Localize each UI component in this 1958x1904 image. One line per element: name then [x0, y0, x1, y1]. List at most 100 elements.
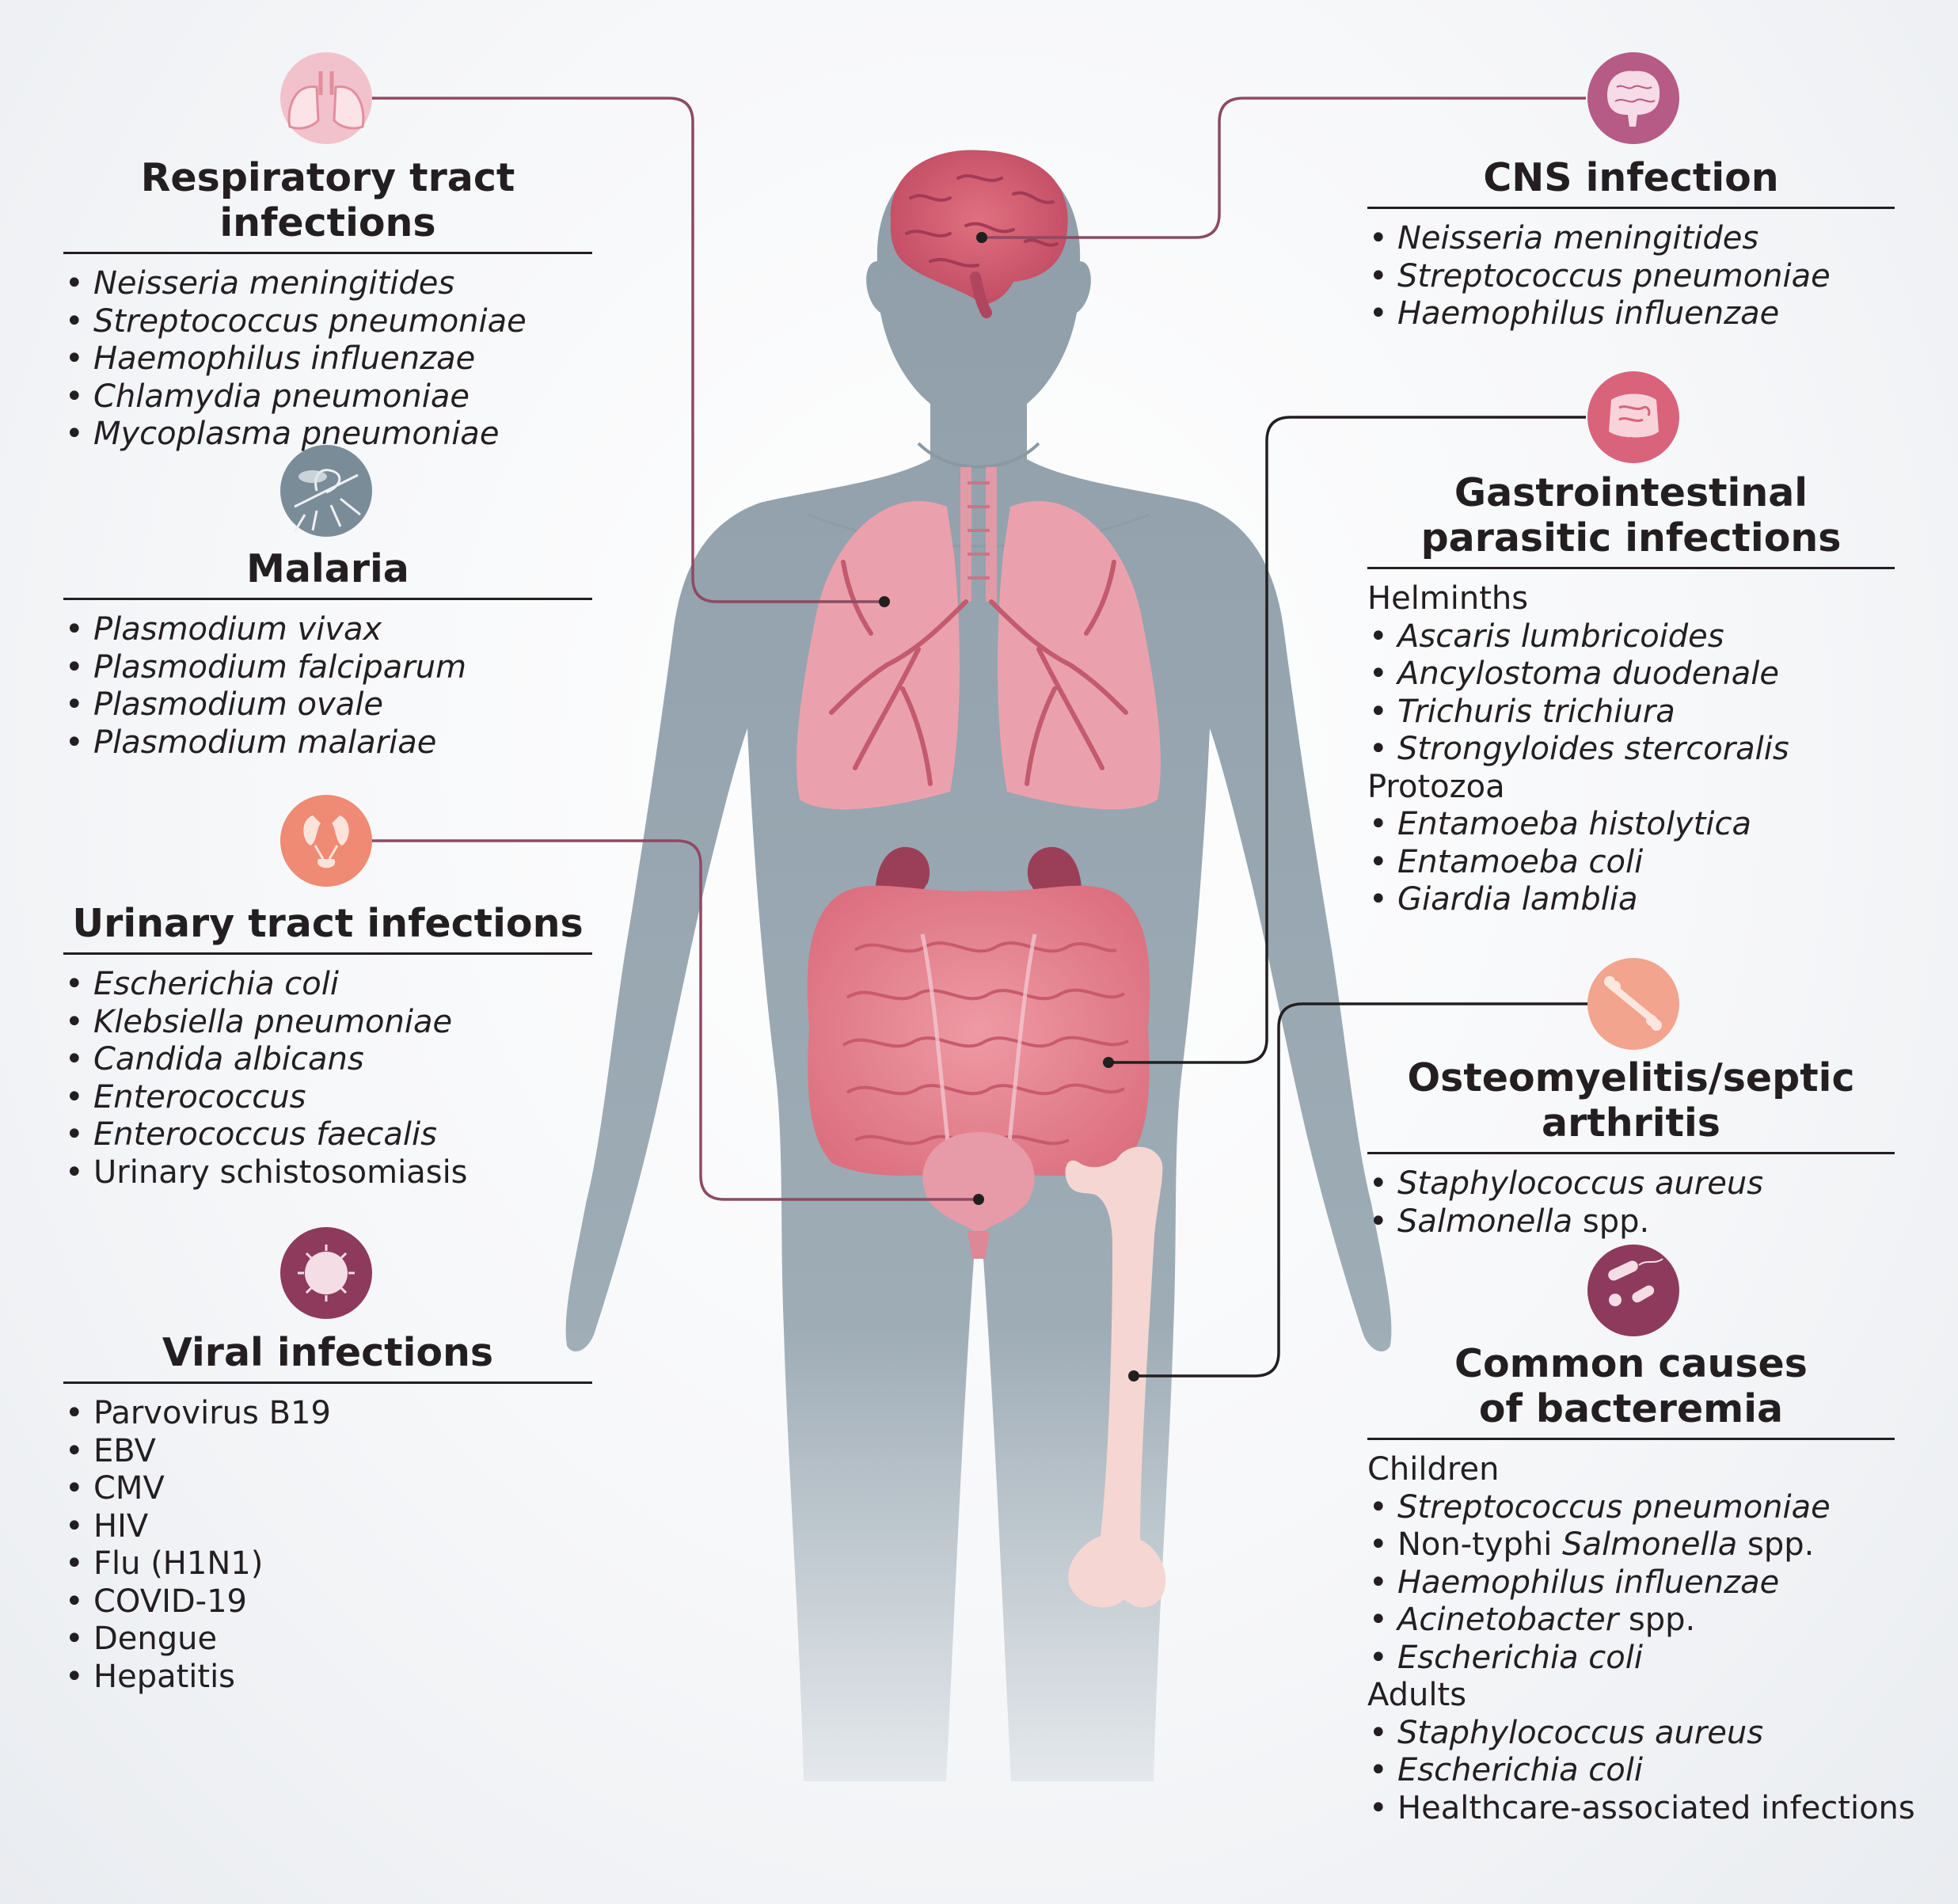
- bacteremia-panel: Common causes of bacteremia Children Str…: [1367, 1341, 1915, 1828]
- connector-respiratory: [372, 97, 884, 603]
- list-item: Escherichia coli: [1367, 1752, 1895, 1790]
- femur-bone: [1065, 1146, 1166, 1608]
- bladder-organ: [922, 1132, 1035, 1259]
- intestines-organ: [807, 885, 1150, 1176]
- list-item-part: Non-typhi: [1397, 1526, 1563, 1563]
- list-item: Chlamydia pneumoniae: [63, 378, 592, 416]
- malaria-rule: [63, 598, 592, 600]
- gastro-rule: [1367, 567, 1895, 569]
- connector-osteo: [1134, 1002, 1603, 1378]
- cns-rule: [1367, 207, 1895, 209]
- respiratory-title: Respiratory tract infections: [140, 155, 515, 245]
- virus-icon: [280, 1227, 372, 1319]
- bacteremia-title: Common causes of bacteremia: [1367, 1341, 1895, 1438]
- urinary-panel: Urinary tract infections Escherichia col…: [63, 901, 592, 1191]
- list-item: Strongyloides stercoralis: [1367, 731, 1895, 769]
- urinary-title: Urinary tract infections: [72, 901, 584, 946]
- lungs-organ: [797, 500, 1161, 810]
- list-item: Hepatitis: [63, 1659, 592, 1697]
- list-item-part: spp.: [1572, 1203, 1650, 1240]
- list-item: Haemophilus influenzae: [1367, 1564, 1895, 1602]
- list-item: Entamoeba histolytica: [1367, 806, 1895, 844]
- bacteremia-group-label-adults: Adults: [1367, 1677, 1467, 1713]
- bacteria-icon: [1587, 1245, 1679, 1336]
- bacteremia-title-line-2: of bacteremia: [1478, 1386, 1784, 1431]
- list-item-part: spp.: [1737, 1526, 1815, 1563]
- list-item: Streptococcus pneumoniae: [63, 303, 592, 341]
- viral-list: Parvovirus B19EBVCMVHIVFlu (H1N1)COVID-1…: [63, 1395, 592, 1696]
- osteo-panel: Osteomyelitis/septic arthritis Staphyloc…: [1350, 1055, 1912, 1241]
- mosquito-icon: [280, 445, 372, 537]
- gastro-panel: Gastrointestinal parasitic infections He…: [1367, 470, 1895, 919]
- list-item: CMV: [63, 1470, 592, 1508]
- respiratory-rule: [63, 252, 592, 254]
- list-item: Neisseria meningitides: [1367, 220, 1895, 258]
- list-item: Plasmodium malariae: [63, 724, 592, 762]
- urinary-list: Escherichia coliKlebsiella pneumoniaeCan…: [63, 966, 592, 1191]
- cns-title: CNS infection: [1483, 155, 1779, 200]
- bacteremia-children-list: Streptococcus pneumoniaeNon-typhi Salmon…: [1367, 1489, 1895, 1678]
- gastro-protozoa-list: Entamoeba histolyticaEntamoeba coliGiard…: [1367, 806, 1895, 919]
- list-item: Non-typhi Salmonella spp.: [1367, 1526, 1895, 1564]
- list-item-part: Salmonella: [1562, 1526, 1738, 1563]
- connector-gastro: [1108, 416, 1586, 1064]
- bacteremia-title-line-1: Common causes: [1454, 1341, 1808, 1386]
- list-item: Entamoeba coli: [1367, 844, 1895, 882]
- list-item: Parvovirus B19: [63, 1395, 592, 1433]
- cns-panel: CNS infection Neisseria meningitidesStre…: [1367, 155, 1895, 333]
- list-item: Dengue: [63, 1621, 592, 1659]
- osteo-list: Staphylococcus aureusSalmonella spp.: [1367, 1165, 1912, 1241]
- list-item: Haemophilus influenzae: [1367, 295, 1895, 333]
- list-item: Haemophilus influenzae: [63, 340, 592, 378]
- list-item: Plasmodium ovale: [63, 686, 592, 724]
- brain-organ: [890, 150, 1068, 318]
- gastro-title: Gastrointestinal parasitic infections: [1367, 470, 1895, 567]
- list-item: Streptococcus pneumoniae: [1367, 258, 1895, 296]
- urinary-rule: [63, 952, 592, 955]
- list-item: Neisseria meningitides: [63, 265, 592, 303]
- intestine-icon: [1587, 371, 1679, 463]
- list-item: Urinary schistosomiasis: [63, 1154, 592, 1192]
- list-item-part: Salmonella: [1397, 1203, 1573, 1240]
- list-item: Acinetobacter spp.: [1367, 1602, 1895, 1640]
- gastro-title-line-1: Gastrointestinal: [1454, 470, 1808, 515]
- cns-list: Neisseria meningitidesStreptococcus pneu…: [1367, 220, 1895, 333]
- brain-icon: [1587, 52, 1679, 144]
- list-item: Enterococcus faecalis: [63, 1116, 592, 1154]
- list-item: Mycoplasma pneumoniae: [63, 416, 592, 454]
- list-item: Candida albicans: [63, 1041, 592, 1079]
- list-item-part: Acinetobacter: [1397, 1602, 1619, 1638]
- viral-rule: [63, 1381, 592, 1384]
- list-item: Ascaris lumbricoides: [1367, 618, 1895, 656]
- bacteremia-rule: [1367, 1438, 1895, 1440]
- list-item: Trichuris trichiura: [1367, 694, 1895, 732]
- malaria-title: Malaria: [246, 546, 409, 591]
- list-item: HIV: [63, 1508, 592, 1546]
- connector-cns: [982, 97, 1586, 239]
- list-item: Plasmodium falciparum: [63, 649, 592, 687]
- list-item: Salmonella spp.: [1367, 1203, 1912, 1241]
- list-item: Staphylococcus aureus: [1367, 1165, 1912, 1203]
- list-item: Staphylococcus aureus: [1367, 1715, 1895, 1753]
- respiratory-list: Neisseria meningitidesStreptococcus pneu…: [63, 265, 592, 454]
- gastro-helminths-list: Ascaris lumbricoidesAncylostoma duodenal…: [1367, 618, 1895, 769]
- list-item: Enterococcus: [63, 1079, 592, 1117]
- osteo-rule: [1367, 1152, 1895, 1154]
- lungs-icon: [280, 52, 372, 144]
- list-item: Ancylostoma duodenale: [1367, 656, 1895, 694]
- list-item: Plasmodium vivax: [63, 611, 592, 649]
- gastro-group-label-helminths: Helminths: [1367, 580, 1529, 617]
- kidney-icon: [280, 795, 372, 887]
- bacteremia-adults-list: Staphylococcus aureusEscherichia coliHea…: [1367, 1715, 1915, 1828]
- list-item: Escherichia coli: [1367, 1640, 1895, 1678]
- list-item: Healthcare-associated infections: [1367, 1790, 1915, 1828]
- malaria-list: Plasmodium vivaxPlasmodium falciparumPla…: [63, 611, 592, 762]
- list-item: EBV: [63, 1433, 592, 1471]
- osteo-title: Osteomyelitis/septic arthritis: [1407, 1055, 1855, 1146]
- connector-urinary: [372, 839, 979, 1201]
- respiratory-panel: Respiratory tract infections Neisseria m…: [63, 155, 592, 454]
- bacteremia-group-label-children: Children: [1367, 1451, 1500, 1488]
- gastro-title-line-2: parasitic infections: [1420, 515, 1842, 561]
